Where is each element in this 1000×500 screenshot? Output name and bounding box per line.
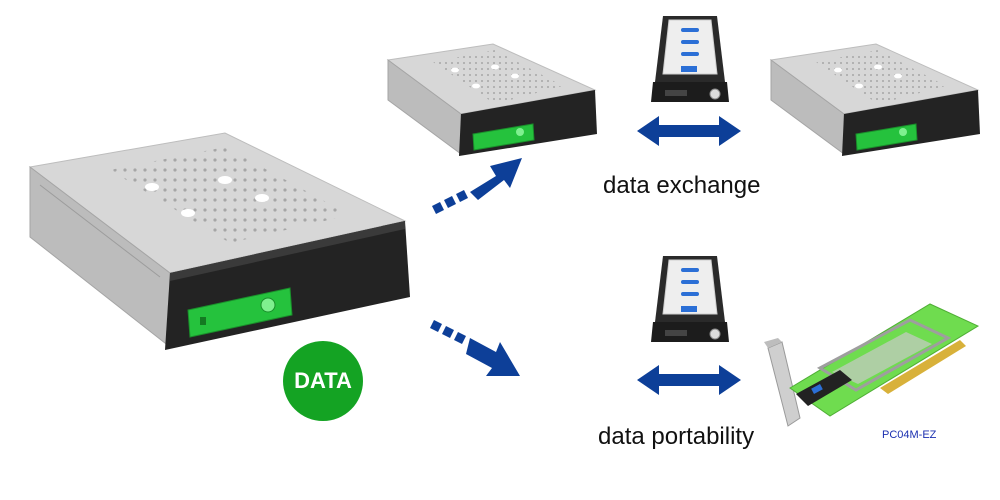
- small-drive-enclosure-icon: [769, 43, 980, 156]
- data-exchange-label: data exchange: [603, 172, 761, 199]
- data-badge-label: DATA: [294, 368, 352, 393]
- diagonal-arrow-up-icon: [432, 158, 522, 214]
- small-drive-enclosure-icon: [386, 43, 597, 156]
- pcie-adapter-card-icon: [764, 303, 980, 427]
- double-arrow-icon: [637, 365, 741, 395]
- double-arrow-icon: [637, 116, 741, 146]
- diagonal-arrow-down-icon: [430, 320, 520, 376]
- large-drive-enclosure-icon: [28, 132, 410, 350]
- data-portability-label: data portability: [598, 423, 755, 450]
- model-label: PC04M-EZ: [882, 429, 937, 441]
- drive-tray-icon: [651, 256, 729, 342]
- data-badge: DATA: [283, 341, 363, 421]
- drive-tray-icon: [651, 16, 729, 102]
